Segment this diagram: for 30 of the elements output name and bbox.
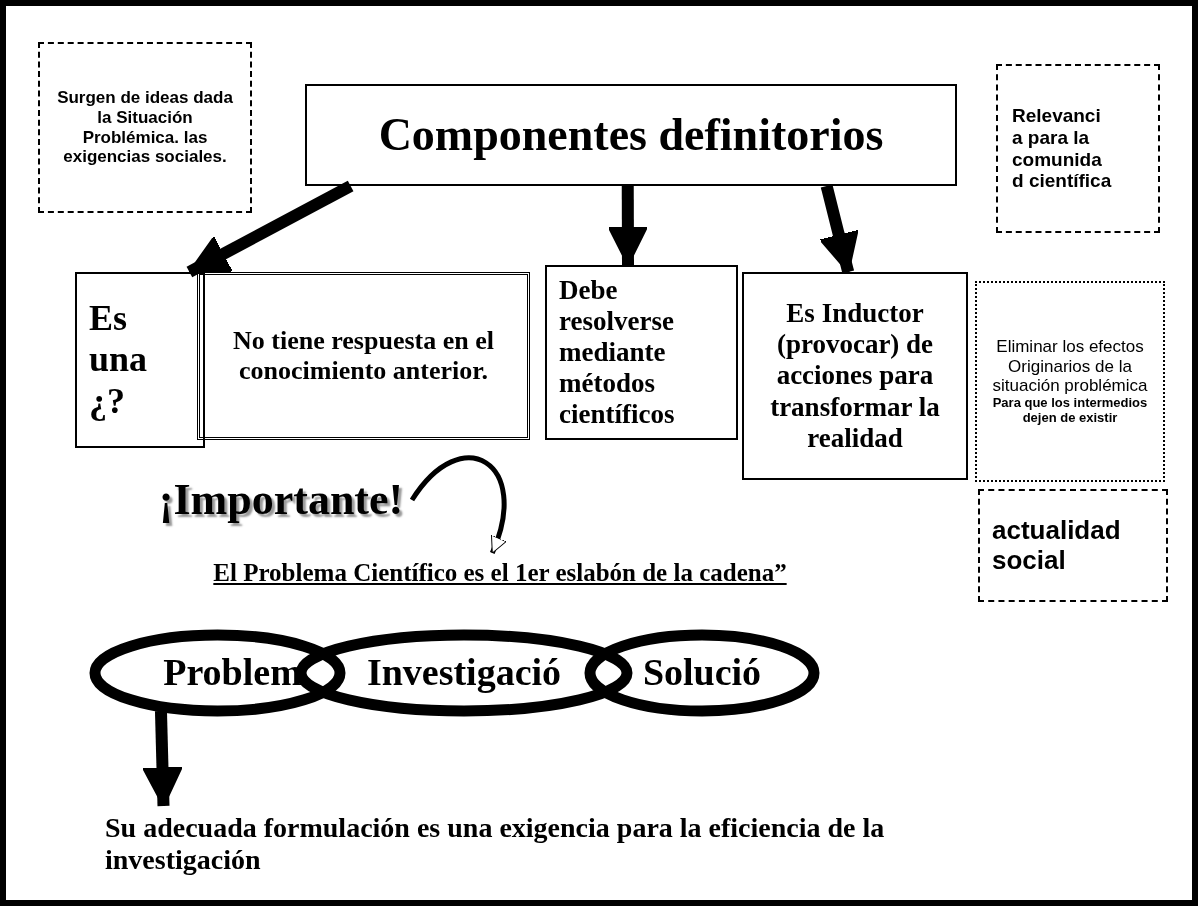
node-text: Es Inductor (provocar) de acciones para transformar la realidad xyxy=(769,298,941,454)
node-text: Solució xyxy=(641,651,763,695)
node-text: actualidad social xyxy=(992,515,1122,576)
curved-arrow xyxy=(410,455,507,554)
arrow xyxy=(819,184,859,274)
node-text: Es una ¿? xyxy=(89,297,149,423)
text-box xyxy=(197,272,530,440)
node-text: No tiene respuesta en el conocimiento anterior. xyxy=(232,326,495,386)
arrow xyxy=(607,185,649,267)
node-text: Surgen de ideas dada la Situación Problémica. las exigencias sociales. xyxy=(56,88,234,167)
arrow xyxy=(186,180,354,278)
text-box xyxy=(545,265,738,440)
note-box xyxy=(975,281,1165,482)
node-text: Relevanci a para la comunida d científica xyxy=(1012,104,1113,193)
note-box xyxy=(38,42,252,213)
arrow xyxy=(142,710,183,808)
node-text: Su adecuada formulación es una exigencia para la eficiencia de la investigación xyxy=(105,811,885,877)
node-text: Componentes definitorios xyxy=(377,108,885,162)
note-box xyxy=(978,489,1168,602)
node-text: Investigació xyxy=(365,651,563,695)
node-text: ¡Importante! xyxy=(157,474,405,526)
chain-link-ellipse xyxy=(584,629,820,717)
node-text: Debe resolverse mediante métodos científicos xyxy=(559,274,676,431)
node-subtext: Para que los intermedios dejen de existir xyxy=(991,395,1149,426)
text-box xyxy=(742,272,968,480)
text-box xyxy=(75,272,205,448)
node-text: El Problema Científico es el 1er eslabón de la cadena” xyxy=(212,558,788,588)
text-box xyxy=(305,84,957,186)
note-box xyxy=(996,64,1160,233)
node-text: Eliminar los efectos Originarios de la situación problémica xyxy=(991,337,1149,396)
